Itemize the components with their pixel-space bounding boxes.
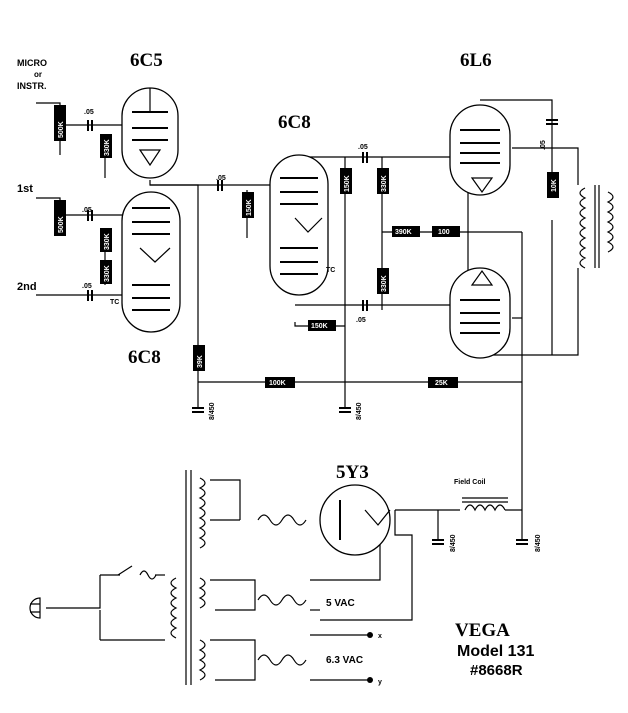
resistor-150k-a: 150K [242, 192, 254, 218]
field-coil [462, 497, 508, 512]
svg-text:8/450: 8/450 [356, 402, 363, 420]
svg-text:150K: 150K [344, 175, 351, 192]
svg-text:.05: .05 [82, 283, 92, 290]
svg-text:y: y [378, 679, 382, 686]
labels: 6C5 6C8 6C8 6L6 5Y3 MICRO or INSTR. 1st … [17, 50, 547, 686]
label-6c8-mid: 6C8 [278, 112, 311, 133]
svg-text:330K: 330K [381, 175, 388, 192]
resistor-390k: 390K [392, 226, 420, 237]
svg-text:.05: .05 [82, 207, 92, 214]
svg-text:.05: .05 [540, 140, 547, 150]
svg-text:TC: TC [110, 299, 119, 306]
resistor-pot2: 500K [54, 200, 66, 236]
tube-6c8-left [121, 191, 181, 333]
svg-text:150K: 150K [311, 323, 328, 330]
resistor-330k-e: 330K [377, 268, 389, 294]
svg-text:25K: 25K [435, 380, 448, 387]
label-6l6: 6L6 [460, 50, 492, 71]
label-6c5: 6C5 [130, 50, 163, 71]
svg-text:5 VAC: 5 VAC [326, 598, 355, 609]
svg-text:1st: 1st [17, 183, 33, 195]
svg-text:2nd: 2nd [17, 281, 37, 293]
resistor-100: 100 [432, 226, 460, 237]
tube-5y3 [319, 484, 391, 556]
power-transformer [170, 470, 307, 685]
resistor-100k: 100K [265, 377, 295, 388]
resistor-330k-b: 330K [100, 228, 112, 252]
label-6c8-left: 6C8 [128, 347, 161, 368]
terminal-x [367, 632, 373, 638]
tube-6l6-bottom [449, 267, 511, 359]
svg-text:10K: 10K [551, 179, 558, 192]
resistor-330k-d: 330K [377, 168, 389, 194]
filter-caps [192, 407, 528, 545]
svg-text:100K: 100K [269, 380, 286, 387]
svg-text:150K: 150K [246, 199, 253, 216]
title-number: #8668R [470, 662, 523, 679]
resistor-25k: 25K [428, 377, 458, 388]
svg-text:500K: 500K [58, 216, 65, 233]
title-model: Model 131 [457, 643, 534, 660]
svg-text:330K: 330K [104, 265, 111, 282]
output-transformer [579, 185, 614, 269]
svg-text:MICRO: MICRO [17, 58, 47, 68]
svg-text:8/450: 8/450 [209, 402, 216, 420]
tube-6c5 [121, 87, 179, 179]
terminal-y [367, 677, 373, 683]
svg-text:500K: 500K [58, 121, 65, 138]
svg-text:.05: .05 [356, 317, 366, 324]
svg-text:390K: 390K [395, 229, 412, 236]
svg-text:6.3 VAC: 6.3 VAC [326, 655, 363, 666]
label-5y3: 5Y3 [336, 462, 369, 483]
tube-6c8-mid [269, 154, 329, 296]
svg-text:330K: 330K [381, 275, 388, 292]
power-plug [29, 565, 157, 619]
svg-text:.05: .05 [84, 109, 94, 116]
title-brand: VEGA [455, 620, 510, 641]
svg-text:.05: .05 [358, 144, 368, 151]
svg-text:39K: 39K [197, 355, 204, 368]
svg-text:.05: .05 [216, 175, 226, 182]
resistor-330k-c: 330K [100, 260, 112, 284]
coupling-caps [87, 119, 558, 311]
svg-text:8/450: 8/450 [450, 534, 457, 552]
svg-text:330K: 330K [104, 139, 111, 156]
resistor-pot1: 500K [54, 105, 66, 141]
resistor-10k: 10K [547, 172, 559, 198]
resistor-330k-a: 330K [100, 134, 112, 158]
tube-6l6-top [449, 104, 511, 196]
svg-text:100: 100 [438, 229, 450, 236]
svg-text:8/450: 8/450 [535, 534, 542, 552]
svg-text:TC: TC [326, 267, 335, 274]
resistor-150k-b: 150K [340, 168, 352, 194]
svg-text:INSTR.: INSTR. [17, 81, 47, 91]
resistor-150k-c: 150K [308, 320, 336, 331]
svg-text:330K: 330K [104, 233, 111, 250]
svg-text:or: or [34, 70, 42, 79]
svg-text:x: x [378, 633, 382, 640]
resistor-39k: 39K [193, 345, 205, 371]
svg-text:Field Coil: Field Coil [454, 479, 486, 486]
